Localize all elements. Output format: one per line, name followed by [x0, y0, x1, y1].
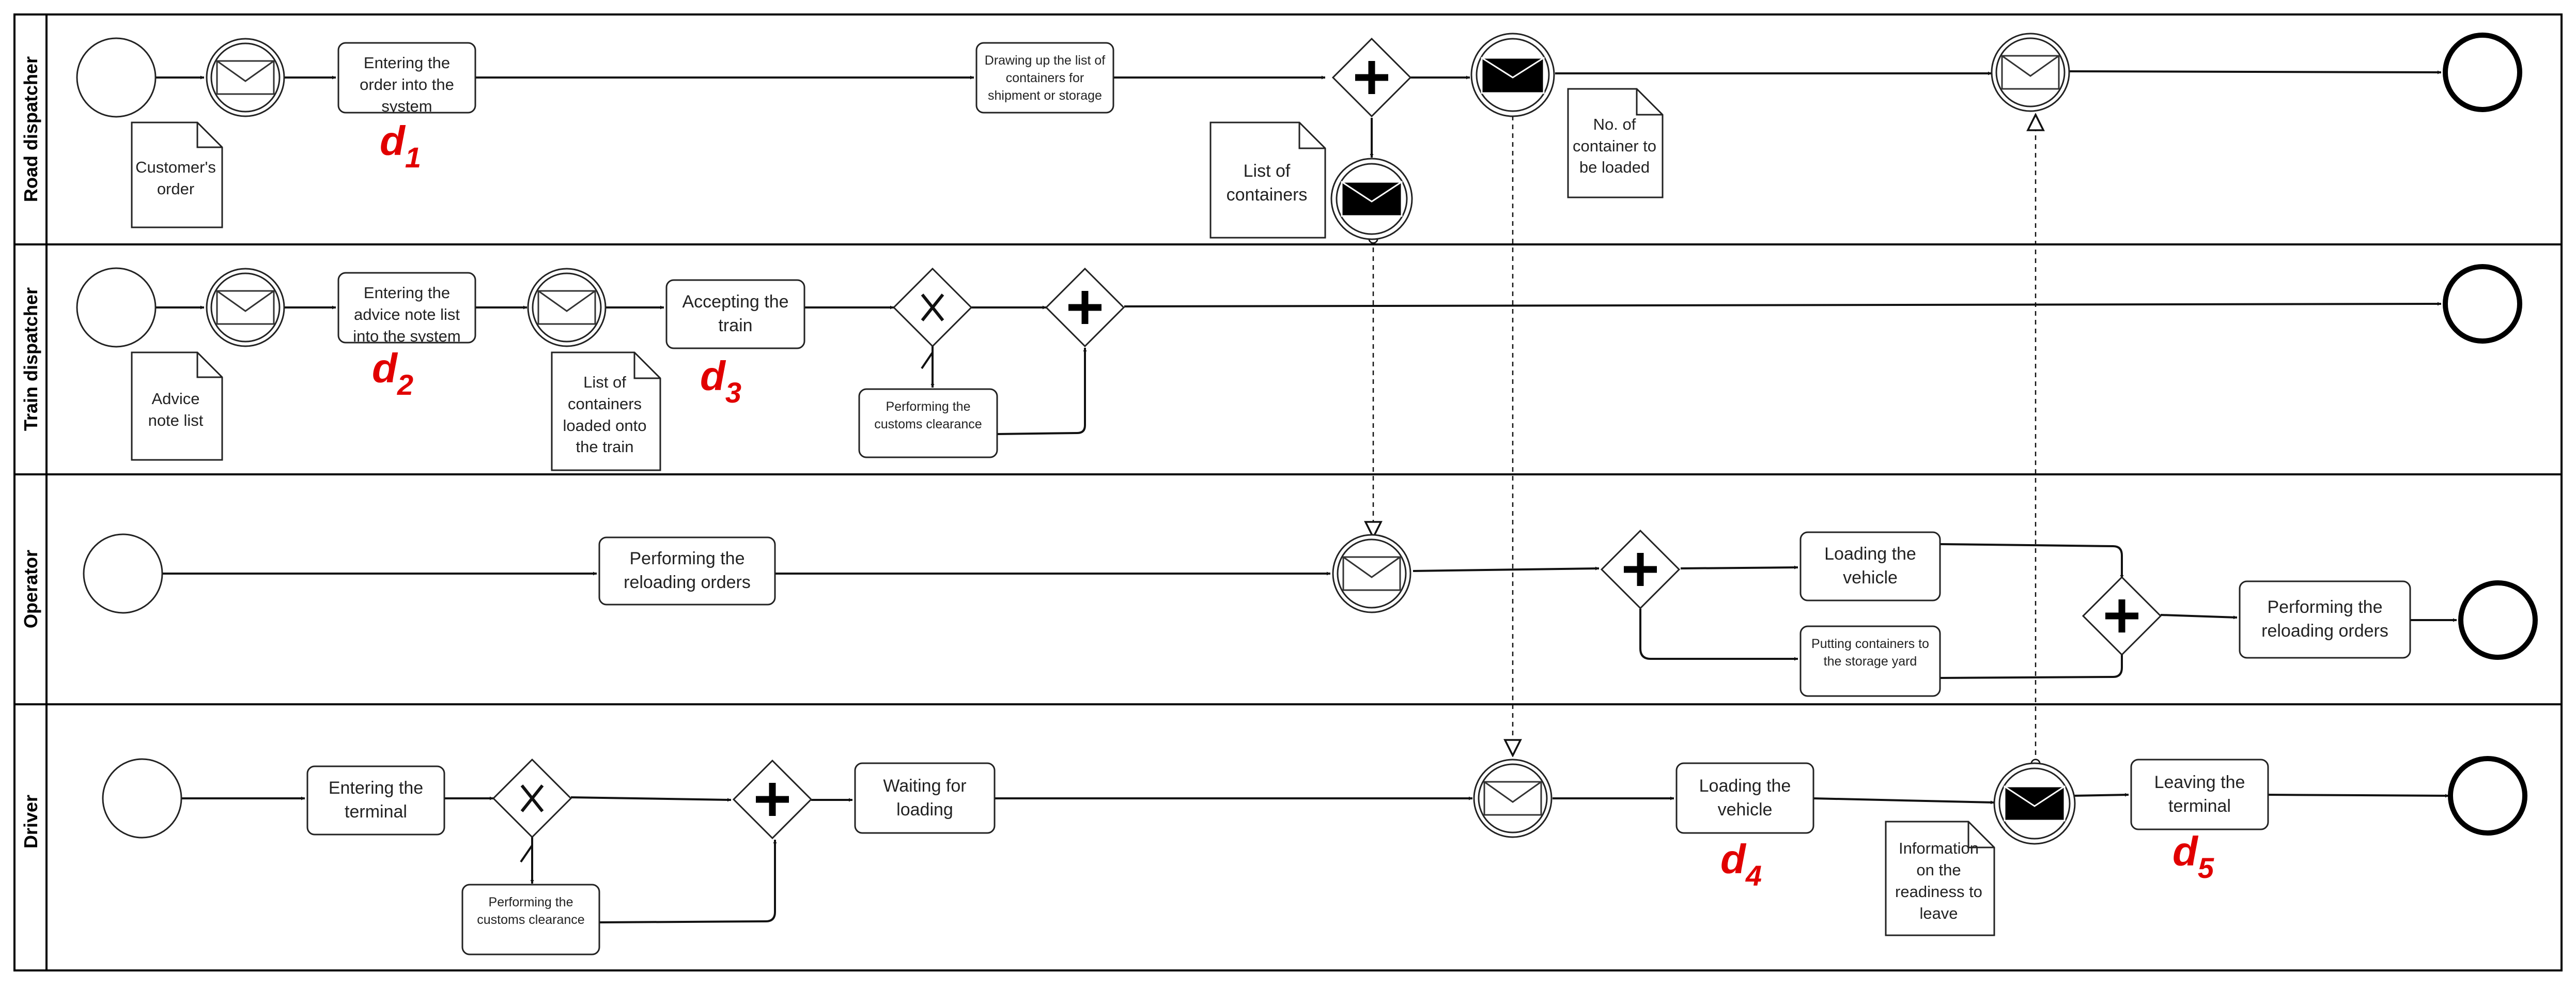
message-throw-event-road — [1470, 33, 1555, 117]
end-event-train — [2443, 264, 2522, 344]
task-entering-terminal[interactable]: Entering the terminal — [328, 778, 424, 822]
doc-list-of-containers: List of containers — [1226, 161, 1308, 205]
task-boxes — [306, 42, 2411, 955]
message-catch-event-train-2 — [527, 268, 607, 347]
parallel-gateway-driver — [732, 759, 813, 840]
message-catch-event-train-1 — [206, 268, 285, 347]
task-putting-containers[interactable]: Putting containers to the storage yard — [1811, 637, 1929, 669]
doc-no-of-container: No. of container to be loaded — [1573, 115, 1656, 177]
task-accepting-train[interactable]: Accepting the train — [682, 292, 789, 335]
start-event-road — [76, 37, 157, 118]
task-waiting-loading[interactable]: Waiting for loading — [883, 776, 967, 820]
message-catch-event-operator — [1332, 534, 1411, 613]
doc-containers-loaded-train: List of containers loaded onto the train — [563, 373, 647, 456]
task-drawing-up-list[interactable]: Drawing up the list of containers for sh… — [984, 53, 1106, 103]
start-event-operator — [83, 533, 163, 614]
lane-label-operator: Operator — [20, 550, 41, 628]
parallel-gateway-operator-split — [1600, 529, 1681, 610]
message-catch-event-driver — [1473, 759, 1553, 838]
pool-frame — [13, 13, 2563, 971]
task-loading-vehicle-operator[interactable]: Loading the vehicle — [1824, 544, 1916, 588]
doc-advice-note-list: Advice note list — [148, 389, 204, 429]
doc-customers-order: Customer's order — [135, 158, 216, 198]
marker-d2: d2 — [372, 345, 413, 401]
task-performing-reloading-2[interactable]: Performing the reloading orders — [2261, 597, 2388, 641]
marker-d3: d3 — [700, 353, 741, 409]
parallel-gateway-operator-join — [2082, 576, 2162, 656]
start-event-driver — [102, 758, 182, 839]
exclusive-gateway-train — [892, 267, 973, 348]
message-throw-event-driver — [1993, 762, 2076, 845]
task-customs-clearance-train[interactable]: Performing the customs clearance — [874, 399, 982, 431]
end-event-driver — [2448, 756, 2527, 836]
parallel-gateway-train — [1045, 267, 1125, 348]
marker-d1: d1 — [380, 118, 421, 174]
message-catch-event-road-2 — [1991, 33, 2070, 112]
end-event-operator — [2458, 580, 2538, 660]
message-throw-event-road-list — [1330, 158, 1413, 240]
task-entering-advice-note[interactable]: Entering the advice note list into the s… — [353, 284, 461, 343]
lane-label-driver: Driver — [20, 795, 41, 848]
task-entering-order[interactable]: Entering the order into the system — [360, 54, 454, 113]
doc-info-readiness: Information on the readiness to leave — [1895, 839, 1982, 922]
task-loading-vehicle-driver[interactable]: Loading the vehicle — [1699, 776, 1791, 820]
parallel-gateway-road — [1331, 37, 1412, 118]
message-catch-event-road-1 — [206, 38, 285, 117]
data-objects — [131, 88, 1995, 936]
task-customs-clearance-driver[interactable]: Performing the customs clearance — [477, 895, 585, 927]
marker-d5: d5 — [2172, 828, 2214, 884]
sequence-flows — [155, 70, 2457, 923]
lane-label-train-dispatcher: Train dispatcher — [20, 287, 41, 431]
task-performing-reloading-1[interactable]: Performing the reloading orders — [624, 549, 751, 592]
marker-d4: d4 — [1720, 836, 1762, 892]
end-event-road — [2443, 33, 2522, 112]
message-flows — [1373, 98, 2036, 764]
exclusive-gateway-driver — [492, 758, 572, 839]
lane-label-road-dispatcher: Road dispatcher — [20, 56, 41, 202]
start-event-train — [76, 267, 157, 348]
task-leaving-terminal[interactable]: Leaving the terminal — [2154, 772, 2245, 816]
